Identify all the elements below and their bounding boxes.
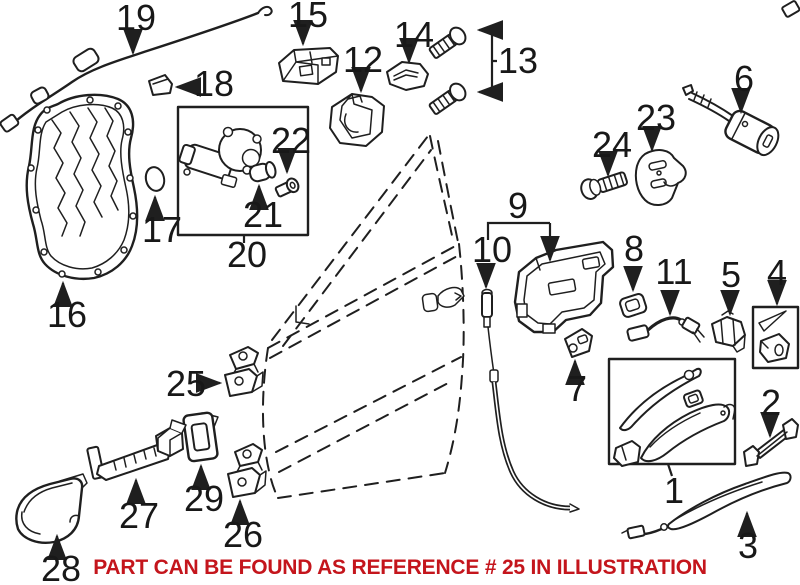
part-label-21: 21: [243, 194, 283, 235]
part-label-27: 27: [119, 495, 159, 536]
part-label-23: 23: [636, 97, 676, 138]
part-7-plate: [564, 328, 593, 358]
part-16-sound-deadener-panel: [25, 93, 139, 280]
part-11-cable-link: [626, 316, 705, 343]
door-outline: [262, 135, 465, 499]
part-23-striker-plate: [634, 149, 687, 206]
part-2-handle-support: [743, 418, 799, 467]
part-label-29: 29: [184, 478, 224, 519]
part-19-bowden-cable: [0, 5, 273, 133]
part-24-screw: [580, 171, 628, 200]
part-label-9: 9: [508, 185, 528, 226]
part-label-19: 19: [116, 0, 156, 38]
part-5-latch-block: [711, 310, 746, 353]
part-6-lock-cylinder: [682, 84, 780, 157]
part-label-5: 5: [721, 254, 741, 295]
part-label-25: 25: [166, 363, 206, 404]
part-28-check-cover: [15, 473, 88, 544]
part-label-15: 15: [288, 0, 328, 35]
part-14-clip: [386, 61, 429, 91]
part-8-clip: [619, 293, 648, 318]
part-label-3: 3: [738, 525, 758, 566]
part-26-lower-hinge: [227, 443, 267, 498]
leader-arrows: [47, 19, 787, 561]
part-15-guide-bracket: [278, 47, 339, 85]
part-label-1: 1: [664, 470, 684, 511]
part-21-bushing: [248, 160, 277, 183]
part-label-13: 13: [498, 40, 538, 81]
part-label-6: 6: [734, 58, 754, 99]
part-label-7: 7: [567, 368, 587, 409]
part-10-release-cable: [481, 288, 580, 513]
part-18-wedge: [148, 74, 173, 96]
door-handle-recess: [421, 286, 465, 313]
part-label-16: 16: [47, 294, 87, 335]
part-12-lift-bracket: [329, 93, 385, 147]
part-label-14: 14: [394, 14, 434, 55]
part-9-door-lock: [513, 240, 615, 334]
part-label-4: 4: [767, 252, 787, 293]
part-label-17: 17: [142, 209, 182, 250]
part-1-handle-kit-box: [607, 357, 737, 467]
part-label-18: 18: [194, 63, 234, 104]
part-label-28: 28: [41, 548, 81, 585]
part-label-11: 11: [655, 251, 692, 292]
part-3-trim-strip: [621, 471, 792, 540]
bracket-13: [490, 30, 497, 92]
part-27-door-check-strap: [86, 419, 187, 481]
part-label-2: 2: [761, 382, 781, 423]
part-13-bolts: [428, 26, 467, 115]
part-label-10: 10: [472, 229, 512, 270]
part-22-bolt: [274, 177, 300, 198]
bracket-9: [486, 221, 550, 240]
part-4-kit-box: [751, 305, 800, 370]
part-label-20: 20: [227, 234, 267, 275]
reference-labels: 19 15 12 14 13 18 6 23 24 17 16 22 21 20…: [41, 0, 787, 585]
part-label-26: 26: [223, 514, 263, 555]
line-1: [666, 463, 674, 477]
part-label-22: 22: [271, 120, 311, 161]
part-label-12: 12: [343, 39, 383, 80]
part-17-grommet: [144, 166, 166, 192]
part-29-grommet-frame: [182, 411, 219, 463]
reference-caption: PART CAN BE FOUND AS REFERENCE # 25 IN I…: [93, 556, 707, 579]
window-motor: [178, 126, 262, 188]
part-label-24: 24: [592, 124, 632, 165]
small-part-topright: [781, 0, 800, 18]
part-25-upper-hinge: [224, 346, 264, 397]
part-label-8: 8: [624, 228, 644, 269]
